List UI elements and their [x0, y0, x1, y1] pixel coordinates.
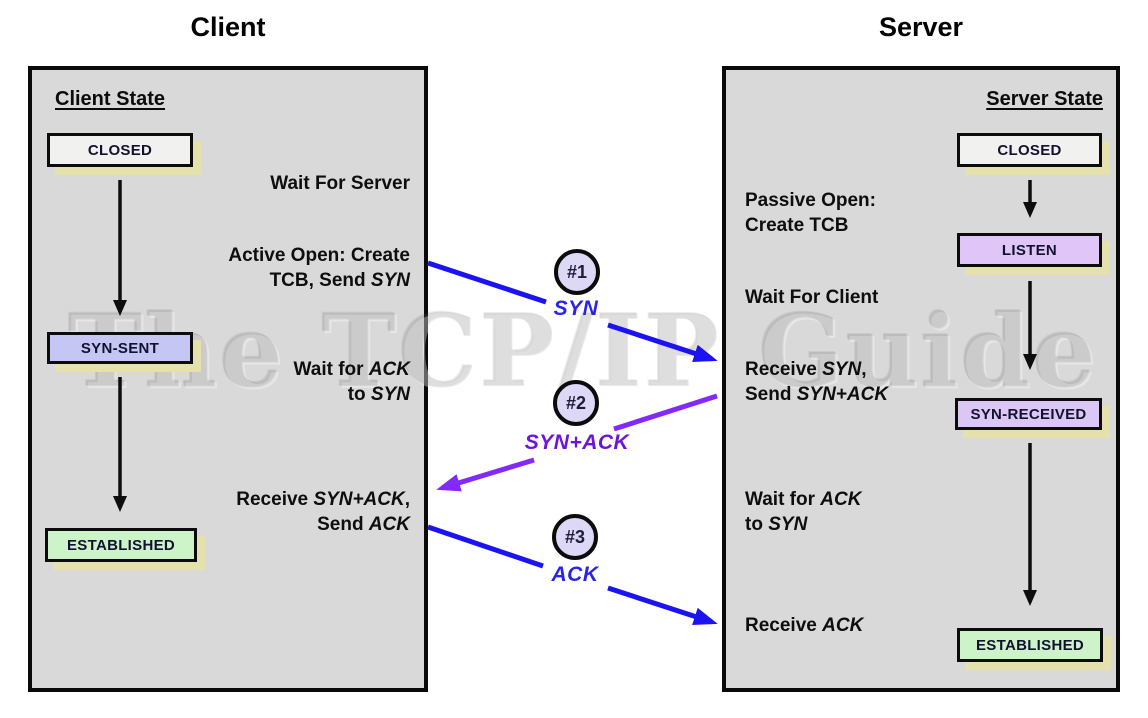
note-text: Wait for	[745, 489, 821, 510]
synack-arrow-segment-1	[613, 393, 718, 432]
message-3-label: ACK	[551, 563, 599, 586]
client-state-established-box: ESTABLISHED	[45, 528, 197, 562]
note-text-italic: ACK	[368, 359, 410, 380]
server-state-header: Server State	[986, 88, 1103, 110]
note-text-italic: SYN	[370, 270, 410, 291]
note-text: Receive	[745, 615, 823, 636]
client-note-wait-for-server: Wait For Server	[148, 171, 410, 196]
client-panel	[28, 66, 428, 692]
ack-arrow-segment-1	[427, 524, 544, 569]
note-text-italic: SYN+ACK	[313, 489, 405, 510]
note-text: TCB, Send	[269, 270, 371, 291]
note-text: Wait For Server	[270, 173, 410, 194]
message-2-label: SYN+ACK	[524, 431, 630, 454]
note-text-italic: ACK	[368, 514, 410, 535]
message-2-badge: #2	[553, 380, 599, 426]
note-text: Create TCB	[745, 215, 849, 236]
note-text-italic: SYN+ACK	[796, 384, 889, 405]
note-text: ,	[861, 359, 867, 380]
note-text: Wait For Client	[745, 287, 879, 308]
note-text-italic: SYN	[822, 359, 862, 380]
note-text: Send	[745, 384, 797, 405]
server-state-syn-received-box: SYN-RECEIVED	[955, 398, 1102, 430]
server-note-receive-syn: Receive SYN, Send SYN+ACK	[745, 357, 1000, 407]
syn-arrow-segment-2	[607, 322, 718, 362]
message-1-label: SYN	[553, 297, 599, 320]
note-text-italic: ACK	[822, 615, 864, 636]
client-note-receive-synack: Receive SYN+ACK, Send ACK	[148, 487, 410, 537]
server-note-passive-open: Passive Open: Create TCB	[745, 188, 1000, 238]
ack-arrow-segment-2	[607, 585, 718, 625]
note-text-italic: SYN	[370, 384, 410, 405]
note-text: Receive	[745, 359, 823, 380]
note-text: Receive	[236, 489, 314, 510]
synack-arrow-segment-2	[436, 457, 535, 492]
server-note-wait-for-ack: Wait for ACK to SYN	[745, 487, 1000, 537]
message-3-badge: #3	[552, 514, 598, 560]
note-text: Active Open: Create	[228, 245, 410, 266]
client-note-active-open: Active Open: Create TCB, Send SYN	[148, 243, 410, 293]
server-state-closed-box: CLOSED	[957, 133, 1102, 167]
note-text: Send	[317, 514, 369, 535]
note-text: to	[347, 384, 371, 405]
client-state-closed-box: CLOSED	[47, 133, 193, 167]
client-note-wait-for-ack: Wait for ACK to SYN	[148, 357, 410, 407]
note-text: Passive Open:	[745, 190, 876, 211]
message-1-badge: #1	[554, 249, 600, 295]
note-text-italic: SYN	[768, 514, 808, 535]
note-text: to	[745, 514, 769, 535]
client-state-syn-sent-box: SYN-SENT	[47, 332, 193, 364]
client-state-header: Client State	[55, 88, 166, 110]
server-panel-title: Server	[878, 12, 964, 42]
server-note-wait-for-client: Wait For Client	[745, 285, 1000, 310]
note-text-italic: ACK	[820, 489, 862, 510]
server-state-listen-box: LISTEN	[957, 233, 1102, 267]
server-state-established-box: ESTABLISHED	[957, 628, 1103, 662]
note-text: Wait for	[293, 359, 369, 380]
client-panel-title: Client	[190, 12, 266, 42]
note-text: ,	[404, 489, 410, 510]
server-note-receive-ack: Receive ACK	[745, 613, 1000, 638]
server-panel	[722, 66, 1120, 692]
